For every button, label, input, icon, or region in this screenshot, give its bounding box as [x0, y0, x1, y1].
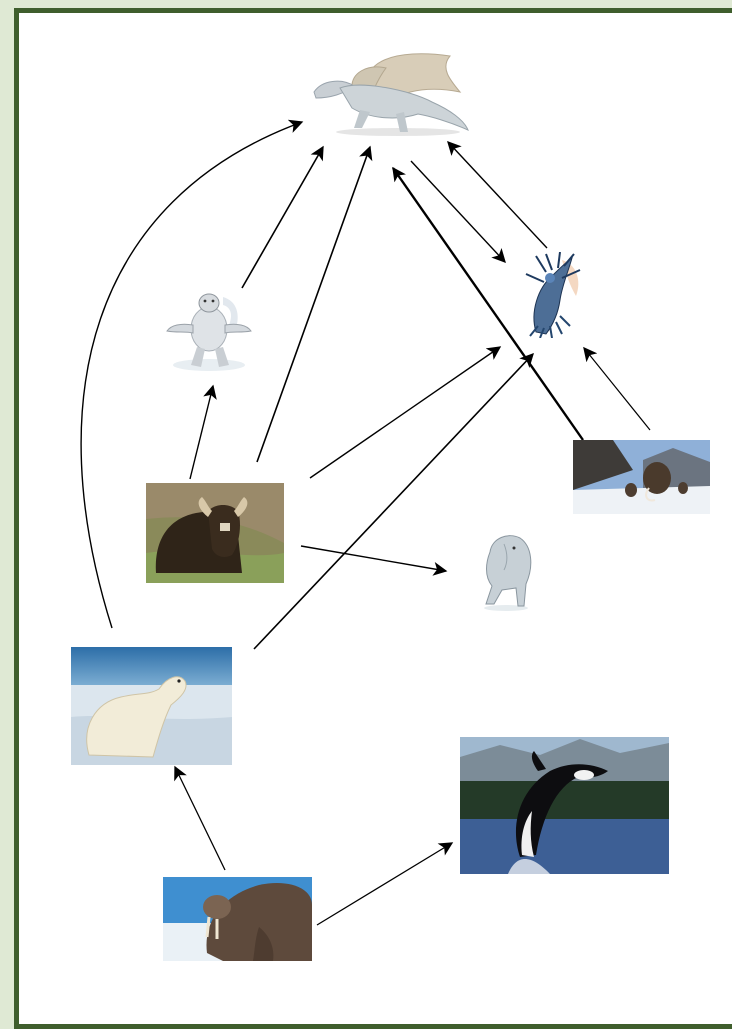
edge-mammoth-to-dragon	[392, 166, 584, 441]
edge-walrus-to-orca	[316, 842, 454, 926]
musk-ox-photo	[146, 483, 284, 583]
edge-musk-ox-to-winter-wolf	[300, 545, 448, 576]
remorhaz-icon	[516, 252, 586, 338]
edge-musk-ox-to-dragon	[256, 145, 373, 463]
edge-musk-ox-to-yeti	[189, 384, 217, 480]
winter-wolf-icon	[474, 530, 538, 612]
edge-yeti-to-dragon	[241, 145, 324, 289]
orca-photo	[460, 737, 669, 874]
edge-mammoth-to-remorhaz	[583, 346, 651, 431]
white-dragon-icon	[300, 50, 470, 140]
edge-remorhaz-to-dragon	[447, 140, 548, 249]
polar-bear-photo	[71, 647, 232, 765]
edge-musk-ox-to-remorhaz	[309, 346, 502, 479]
walrus-photo	[163, 877, 312, 961]
yeti-icon	[163, 285, 253, 375]
edge-walrus-to-polar-bear	[174, 765, 226, 871]
edge-polar-bear-to-dragon	[80, 119, 304, 629]
edge-polar-bear-to-remorhaz	[253, 352, 534, 650]
mammoth-photo	[573, 440, 710, 514]
edge-dragon-to-remorhaz	[410, 160, 506, 264]
